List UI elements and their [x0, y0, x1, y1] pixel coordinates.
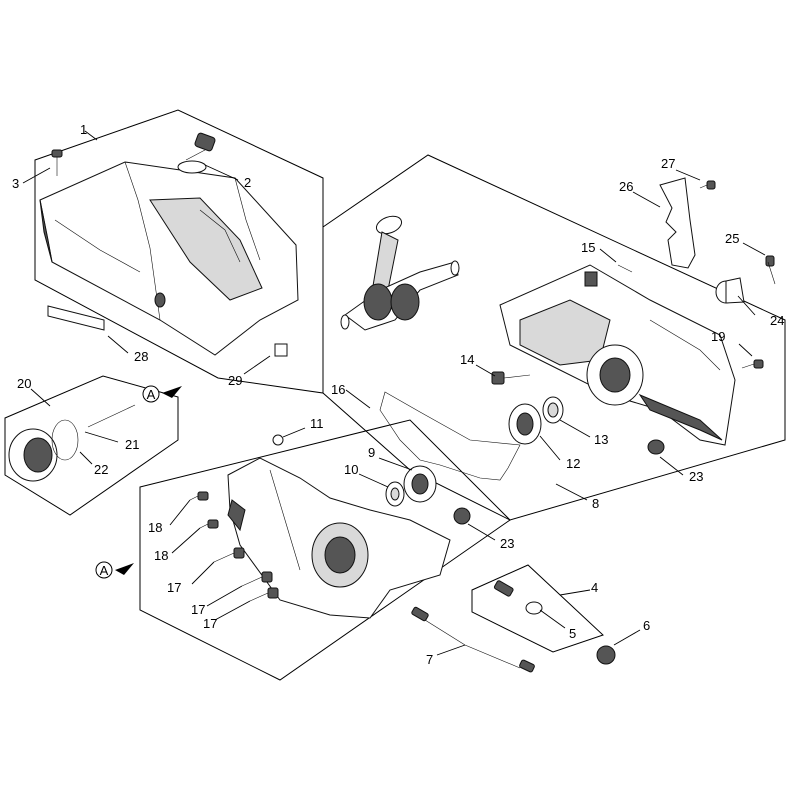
- left-crankcase-part: [227, 457, 451, 619]
- bolt-14-part: [491, 371, 531, 385]
- callout-23-upper: 23: [689, 469, 703, 484]
- dowel-11-part: [272, 434, 284, 446]
- callout-17-a: 17: [167, 580, 181, 595]
- callout-26: 26: [619, 179, 633, 194]
- right-crankcase-part: [499, 264, 736, 446]
- screw-18-b-part: [199, 519, 219, 529]
- callout-19: 19: [711, 329, 725, 344]
- seal-13-part: [542, 396, 564, 424]
- callout-27: 27: [661, 156, 675, 171]
- top-cover-part: [39, 161, 299, 356]
- callout-25: 25: [725, 231, 739, 246]
- spike-26-part: [659, 177, 696, 269]
- callout-23-lower: 23: [500, 536, 514, 551]
- bolt-25-part: [765, 255, 776, 285]
- plug-23-lower-part: [453, 507, 471, 525]
- callout-4: 4: [591, 580, 598, 595]
- callout-7: 7: [426, 652, 433, 667]
- callout-16: 16: [331, 382, 345, 397]
- ref-mark-a-upper: A: [142, 385, 182, 403]
- screw-18-a-part: [189, 491, 209, 501]
- recoil-cover-20-part: [8, 428, 58, 482]
- pipe-21-part: [87, 404, 136, 428]
- crankcase-left-group-frame: [139, 419, 511, 681]
- callout-8: 8: [592, 496, 599, 511]
- spacer-24-part: [715, 277, 745, 304]
- oring-22-part: [51, 419, 79, 461]
- callout-18-a: 18: [148, 520, 162, 535]
- screw-17-c-part: [249, 587, 279, 602]
- screw-17-b-part: [241, 571, 273, 587]
- callout-21: 21: [125, 437, 139, 452]
- callout-labels: 1 2 3 4 5 6 7 8 9 10 11 12 13 14 15 16 1…: [12, 122, 784, 667]
- switch-4-part: [493, 580, 514, 597]
- callout-6: 6: [643, 618, 650, 633]
- callout-20: 20: [17, 376, 31, 391]
- screw-27-part: [699, 180, 716, 190]
- crankshaft-part: [340, 215, 460, 331]
- screw-19-part: [741, 359, 764, 369]
- bearing-9-part: [403, 465, 437, 503]
- knob-part: [177, 132, 216, 174]
- gasket-16-part: [379, 391, 521, 481]
- pin-15-part: [617, 264, 633, 273]
- callout-11: 11: [310, 416, 324, 431]
- callout-13: 13: [594, 432, 608, 447]
- callout-2: 2: [244, 175, 251, 190]
- label-28-part: [47, 305, 105, 331]
- callout-14: 14: [460, 352, 474, 367]
- ref-mark-a-label: A: [147, 387, 156, 402]
- callout-24: 24: [770, 313, 784, 328]
- ref-mark-a-label: A: [100, 563, 109, 578]
- leader-lines: [22, 130, 766, 656]
- callout-10: 10: [344, 462, 358, 477]
- grommet-6-part: [596, 645, 616, 665]
- callout-15: 15: [581, 240, 595, 255]
- screw-17-a-part: [213, 547, 245, 563]
- callout-17-b: 17: [191, 602, 205, 617]
- crankcase-right-group-frame: [322, 154, 786, 521]
- callout-17-c: 17: [203, 616, 217, 631]
- callout-29: 29: [228, 373, 242, 388]
- label-29-part: [274, 343, 288, 357]
- ref-mark-a-lower: A: [95, 561, 134, 579]
- callout-5: 5: [569, 626, 576, 641]
- callout-22: 22: [94, 462, 108, 477]
- plug-23-upper-part: [647, 439, 665, 455]
- callout-28: 28: [134, 349, 148, 364]
- seal-10-part: [385, 481, 405, 507]
- switch-group-frame: [471, 564, 604, 653]
- cover-screw-part: [51, 149, 63, 176]
- callout-3: 3: [12, 176, 19, 191]
- callout-1: 1: [80, 122, 87, 137]
- nut-5-part: [525, 601, 543, 615]
- recoil-group-frame: [4, 375, 179, 516]
- callout-9: 9: [368, 445, 375, 460]
- callout-18-b: 18: [154, 548, 168, 563]
- callout-12: 12: [566, 456, 580, 471]
- bearing-12-part: [508, 403, 542, 445]
